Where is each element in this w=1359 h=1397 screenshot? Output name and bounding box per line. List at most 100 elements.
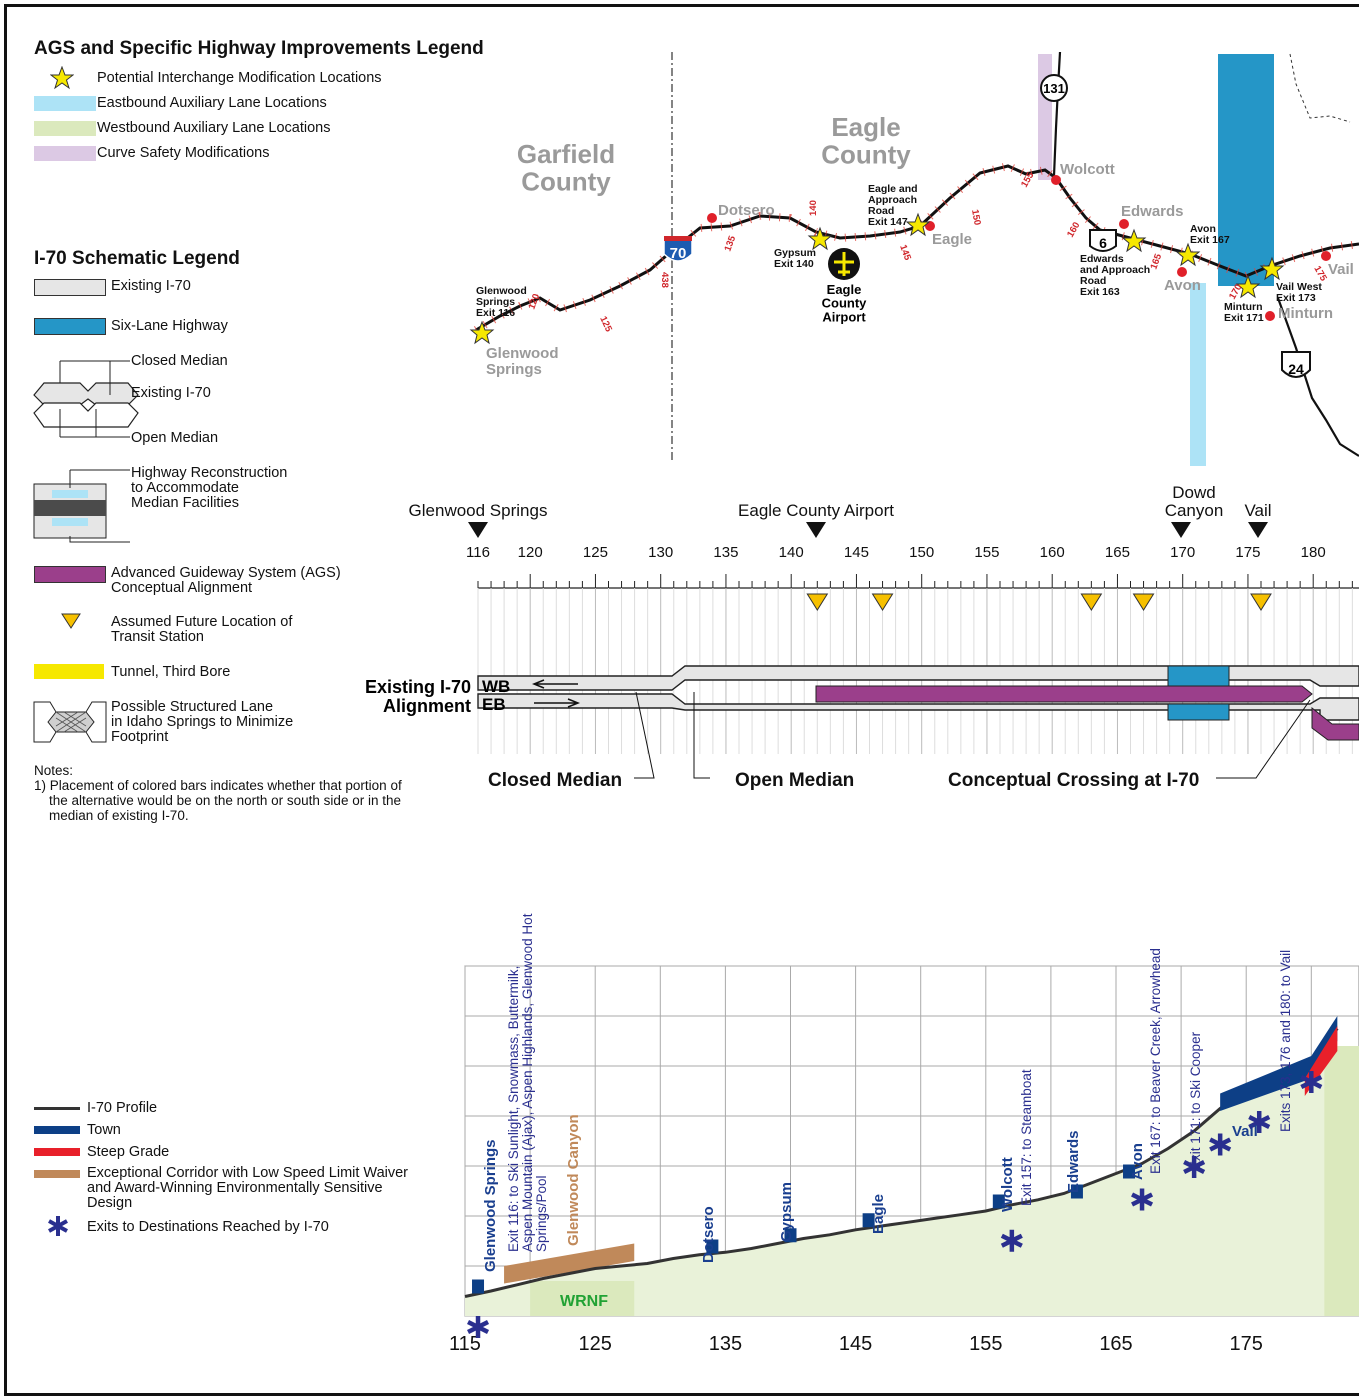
ags-alignment-south [1311, 706, 1359, 741]
svg-text:70: 70 [670, 245, 687, 262]
legend-six-lane: Six-Lane Highway [111, 318, 228, 334]
profile-area [465, 1028, 1338, 1316]
profile-legend-corridor: Exceptional Corridor with Low Speed Limi… [87, 1165, 409, 1211]
tunnel-swatch [34, 664, 104, 679]
schematic-tick-label: 155 [974, 544, 999, 561]
callout-crossing: Conceptual Crossing at I-70 [948, 770, 1199, 791]
wb-aux-swatch [34, 121, 96, 136]
profile-x-tick: 155 [969, 1333, 1002, 1355]
eb-lane [477, 693, 1359, 721]
callout-open-median: Open Median [735, 770, 854, 791]
legend-open-median: Open Median [131, 430, 219, 446]
svg-text:125: 125 [597, 315, 614, 335]
schematic-tick-label: 130 [648, 544, 673, 561]
marker-glenwood [468, 522, 488, 538]
place-vail: Vail [1244, 501, 1271, 520]
place-glenwood: Glenwood Springs [409, 501, 548, 520]
schematic-tick-label: 165 [1105, 544, 1130, 561]
town-marker [706, 1239, 719, 1254]
town-minturn: Minturn [1278, 305, 1333, 322]
station-marker [1250, 593, 1272, 611]
curve-swatch [34, 146, 96, 161]
profile-x-tick: 115 [449, 1333, 481, 1355]
hwy-131-road [1052, 51, 1062, 177]
town-label-gypsum: Gypsum [778, 1182, 795, 1242]
legend-structured: Possible Structured Lane in Idaho Spring… [111, 699, 294, 745]
schematic-legend-title: I-70 Schematic Legend [34, 248, 240, 269]
corridor-swatch [34, 1170, 80, 1178]
hwy-131-shield: 131 [1040, 74, 1068, 102]
existing-swatch [34, 279, 106, 296]
legend-reconstruction: Highway Reconstruction to Accommodate Me… [131, 465, 288, 511]
profile-x-tick: 165 [1099, 1333, 1132, 1355]
canyon-band [504, 1243, 635, 1284]
svg-text:140: 140 [808, 200, 819, 216]
station-marker [806, 593, 829, 611]
schematic-tick-label: 180 [1301, 544, 1326, 561]
profile-x-tick: 125 [579, 1333, 612, 1355]
i70-road [475, 164, 1359, 332]
town-label-glenwood: Glenwood Springs [482, 1139, 499, 1272]
svg-text:438: 438 [659, 272, 670, 288]
schematic-tick-label: 160 [1040, 544, 1065, 561]
schematic-tick-label: 135 [713, 544, 738, 561]
i70-schematic: Glenwood Springs Eagle County Airport Do… [365, 483, 1359, 791]
steep-swatch [34, 1148, 80, 1156]
notes: Notes: 1) Placement of colored bars indi… [34, 763, 402, 823]
schematic-tick-label: 170 [1170, 544, 1195, 561]
profile-x-tick: 145 [839, 1333, 872, 1355]
wb-lane [477, 665, 1359, 691]
profile-line-swatch [34, 1107, 80, 1110]
wb-label: WB [482, 677, 510, 696]
town-avon: Avon [1164, 277, 1201, 294]
eb-arrow [534, 698, 581, 708]
vail-town-band [1220, 1016, 1338, 1111]
six-lane-wb [1167, 665, 1230, 687]
legend-wb-aux: Westbound Auxiliary Lane Locations [97, 120, 331, 136]
exit-note-167: Exit 167: to Beaver Creek, Arrowhead [1148, 948, 1163, 1174]
town-marker [1070, 1184, 1083, 1199]
legend-ags: Advanced Guideway System (AGS) Conceptua… [111, 565, 341, 596]
marker-vail [1248, 522, 1268, 538]
town-marker [472, 1279, 485, 1294]
alignment-label-1: Existing I-70 [365, 677, 471, 697]
star-icon [50, 66, 74, 90]
legend-curve: Curve Safety Modifications [97, 145, 270, 161]
hwy-6-shield: 6 [1089, 229, 1117, 252]
place-airport: Eagle County Airport [738, 501, 894, 520]
profile-legend-steep: Steep Grade [87, 1144, 170, 1160]
east-forest-area [1324, 1046, 1359, 1316]
profile-legend-town: Town [87, 1122, 121, 1138]
legend-station: Assumed Future Location of Transit Stati… [111, 614, 293, 645]
profile-legend-exits: Exits to Destinations Reached by I-70 [87, 1219, 329, 1235]
town-marker [862, 1213, 875, 1228]
i70-profile-line [464, 1027, 1339, 1298]
exit-star [1183, 1156, 1206, 1178]
town-eagle: Eagle [932, 231, 972, 248]
wrnf-label: WRNF [560, 1293, 608, 1310]
exit-note-157: Exit 157: to Steamboat [1019, 1069, 1034, 1206]
exit-star [1209, 1133, 1232, 1156]
profile-legend-profile: I-70 Profile [87, 1100, 158, 1116]
hwy-24-road [1276, 297, 1359, 457]
wb-arrow [531, 679, 578, 689]
station-marker [871, 593, 894, 611]
town-label-dotsero: Dotsero [700, 1206, 717, 1263]
town-label-vail: Vail [1232, 1123, 1258, 1140]
town-label-edwards: Edwards [1065, 1130, 1082, 1193]
svg-text:150: 150 [969, 209, 983, 227]
schematic-tick-label: 150 [909, 544, 934, 561]
town-wolcott: Wolcott [1060, 161, 1115, 178]
callout-closed-median: Closed Median [488, 770, 622, 791]
town-label-wolcott: Wolcott [999, 1157, 1016, 1212]
town-dotsero: Dotsero [718, 202, 775, 219]
